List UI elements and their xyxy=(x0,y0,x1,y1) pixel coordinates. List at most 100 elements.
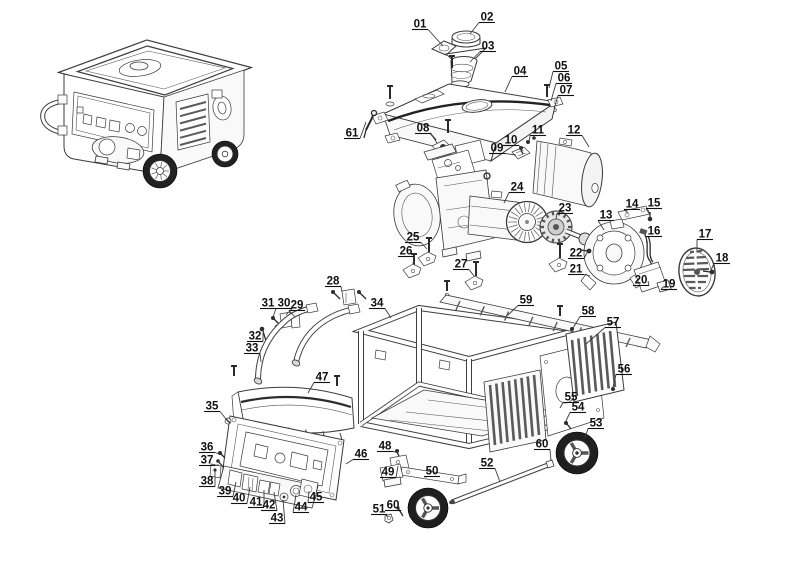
callout-leader xyxy=(345,459,354,465)
callout-50: 50 xyxy=(423,466,440,478)
callout-09: 09 xyxy=(489,143,517,156)
callout-leader xyxy=(292,494,297,513)
callout-29: 29 xyxy=(288,300,305,318)
callout-number: 33 xyxy=(246,343,259,355)
callout-number: 17 xyxy=(699,229,712,241)
callout-number: 47 xyxy=(316,372,329,384)
callout-16: 16 xyxy=(645,226,662,246)
callout-number: 34 xyxy=(371,298,384,310)
end-cover-grille xyxy=(678,247,716,297)
callout-leader xyxy=(585,327,606,345)
callout-number: 42 xyxy=(263,500,276,512)
callout-number: 23 xyxy=(559,203,572,215)
callout-leader xyxy=(565,412,571,422)
callout-04: 04 xyxy=(504,66,528,93)
callout-59: 59 xyxy=(507,295,534,316)
callout-53: 53 xyxy=(584,418,604,439)
callout-17: 17 xyxy=(696,229,713,250)
callout-number: 56 xyxy=(618,364,631,376)
callout-number: 54 xyxy=(572,402,585,414)
callout-leader xyxy=(384,308,392,319)
oil-dipstick xyxy=(363,109,378,139)
callout-number: 19 xyxy=(663,279,676,291)
callout-leader xyxy=(392,451,397,453)
callout-leader xyxy=(548,71,554,89)
lower-brackets xyxy=(379,449,467,488)
top-rail xyxy=(439,294,661,353)
callout-number: 09 xyxy=(491,143,504,155)
control-panel xyxy=(209,415,345,509)
overview-right-wheel xyxy=(211,140,239,168)
callout-number: 27 xyxy=(455,259,468,271)
callout-12: 12 xyxy=(566,125,590,148)
callout-leader xyxy=(219,411,227,420)
muffler xyxy=(532,137,603,208)
callout-number: 13 xyxy=(600,210,613,222)
callout-number: 61 xyxy=(346,128,359,140)
callout-number: 36 xyxy=(201,442,214,454)
callout-27: 27 xyxy=(453,259,475,277)
callout-number: 02 xyxy=(481,12,494,24)
callout-36: 36 xyxy=(199,442,220,455)
callout-number: 22 xyxy=(570,248,583,260)
callout-leader xyxy=(507,305,519,316)
callout-leader xyxy=(468,269,475,277)
callout-leader xyxy=(427,29,444,47)
callout-leader xyxy=(645,236,648,246)
callout-number: 60 xyxy=(387,500,400,512)
callout-number: 04 xyxy=(514,66,527,78)
callout-49: 49 xyxy=(380,465,399,479)
callout-leader xyxy=(597,220,605,231)
callout-leader xyxy=(503,192,510,204)
callout-leader xyxy=(553,95,559,110)
fuel-gauge xyxy=(430,40,457,56)
callout-number: 51 xyxy=(373,504,386,516)
callout-leader xyxy=(340,286,343,293)
callout-number: 26 xyxy=(400,246,413,258)
callout-11: 11 xyxy=(528,125,546,143)
callout-54: 54 xyxy=(565,402,586,422)
callout-leader xyxy=(555,213,558,220)
callout-leader xyxy=(623,209,629,214)
callout-43: 43 xyxy=(269,499,286,525)
callout-number: 01 xyxy=(414,19,427,31)
callout-leader xyxy=(550,83,557,102)
callout-leader xyxy=(246,486,251,504)
overview-louvers xyxy=(179,101,207,146)
callout-leader xyxy=(528,135,531,143)
callout-13: 13 xyxy=(597,210,614,231)
callout-leader xyxy=(307,490,310,503)
fuel-cap xyxy=(451,30,481,48)
callout-38: 38 xyxy=(199,471,216,488)
callout-51: 51 xyxy=(371,504,388,517)
filler-neck xyxy=(444,47,488,88)
callout-leader xyxy=(581,135,590,148)
alternator-housing xyxy=(580,218,647,291)
callout-number: 11 xyxy=(532,125,545,137)
callout-leader xyxy=(612,374,617,388)
callout-06: 06 xyxy=(550,73,572,102)
callout-leader xyxy=(412,256,415,265)
callout-number: 18 xyxy=(716,253,729,265)
callout-number: 06 xyxy=(558,73,571,85)
callout-number: 10 xyxy=(505,135,518,147)
callout-15: 15 xyxy=(645,198,662,216)
callout-number: 48 xyxy=(379,441,392,453)
callout-number: 50 xyxy=(426,466,439,478)
callout-leader xyxy=(288,310,296,318)
callout-18: 18 xyxy=(710,253,730,271)
callout-number: 40 xyxy=(233,493,246,505)
callout-leader xyxy=(494,468,501,483)
callout-03: 03 xyxy=(469,41,496,63)
panel-switch-row xyxy=(209,463,319,502)
callout-22: 22 xyxy=(568,248,589,260)
callout-25: 25 xyxy=(405,232,428,250)
callout-60: 60 xyxy=(534,439,552,462)
stator xyxy=(467,190,549,244)
right-wheel xyxy=(555,431,599,475)
callout-number: 14 xyxy=(626,199,639,211)
callout-55: 55 xyxy=(559,392,579,409)
mounting-bracket-14 xyxy=(617,205,653,222)
